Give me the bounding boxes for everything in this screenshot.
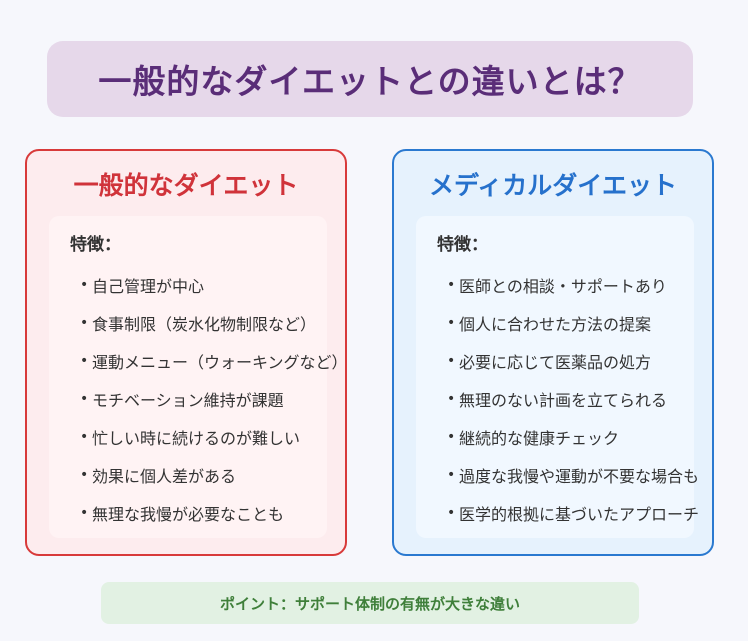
bullet-icon: •: [447, 505, 456, 521]
list-item: •医師との相談・サポートあり: [447, 277, 667, 296]
medical-diet-features-box: 特徴： •医師との相談・サポートあり •個人に合わせた方法の提案 •必要に応じて…: [416, 216, 699, 538]
bullet-icon: •: [80, 353, 89, 369]
list-item: •継続的な健康チェック: [447, 429, 620, 448]
list-item: •運動メニュー（ウォーキングなど）: [80, 353, 348, 372]
bullet-icon: •: [80, 391, 89, 407]
bullet-icon: •: [447, 467, 456, 483]
list-item: •必要に応じて医薬品の処方: [447, 353, 652, 372]
list-item: •モチベーション維持が課題: [80, 391, 284, 410]
list-item: •効果に個人差がある: [80, 467, 237, 486]
bullet-icon: •: [80, 277, 89, 293]
key-point-text: ポイント：サポート体制の有無が大きな違い: [219, 594, 520, 613]
title-banner: 一般的なダイエットとの違いとは？: [47, 41, 693, 117]
bullet-icon: •: [80, 315, 89, 331]
general-diet-panel: 一般的なダイエット 特徴： •自己管理が中心 •食事制限（炭水化物制限など） •…: [25, 149, 348, 556]
list-item: •自己管理が中心: [80, 277, 205, 296]
list-item: •忙しい時に続けるのが難しい: [80, 429, 301, 448]
list-item: •個人に合わせた方法の提案: [447, 315, 652, 334]
medical-diet-title: メディカルダイエット: [428, 171, 677, 200]
general-diet-features-box: 特徴： •自己管理が中心 •食事制限（炭水化物制限など） •運動メニュー（ウォー…: [49, 216, 348, 538]
bullet-icon: •: [447, 391, 456, 407]
list-item: •無理のない計画を立てられる: [447, 391, 668, 410]
page-title: 一般的なダイエットとの違いとは？: [98, 62, 642, 101]
bullet-icon: •: [80, 467, 89, 483]
general-diet-features-label: 特徴：: [70, 235, 121, 255]
bullet-icon: •: [447, 429, 456, 445]
general-diet-title: 一般的なダイエット: [73, 171, 299, 200]
bullet-icon: •: [447, 315, 456, 331]
bullet-icon: •: [447, 277, 456, 293]
medical-diet-panel: メディカルダイエット 特徴： •医師との相談・サポートあり •個人に合わせた方法…: [392, 149, 714, 556]
list-item: •無理な我慢が必要なことも: [80, 505, 285, 524]
list-item: •食事制限（炭水化物制限など）: [80, 315, 317, 334]
list-item: •医学的根拠に基づいたアプローチ: [447, 505, 700, 524]
medical-diet-feature-list: •医師との相談・サポートあり •個人に合わせた方法の提案 •必要に応じて医薬品の…: [447, 266, 699, 532]
bullet-icon: •: [447, 353, 456, 369]
list-item: •過度な我慢や運動が不要な場合も: [447, 467, 700, 486]
general-diet-feature-list: •自己管理が中心 •食事制限（炭水化物制限など） •運動メニュー（ウォーキングな…: [80, 266, 348, 532]
bullet-icon: •: [80, 505, 89, 521]
key-point-banner: ポイント：サポート体制の有無が大きな違い: [101, 582, 639, 624]
medical-diet-features-label: 特徴：: [437, 235, 488, 255]
bullet-icon: •: [80, 429, 89, 445]
